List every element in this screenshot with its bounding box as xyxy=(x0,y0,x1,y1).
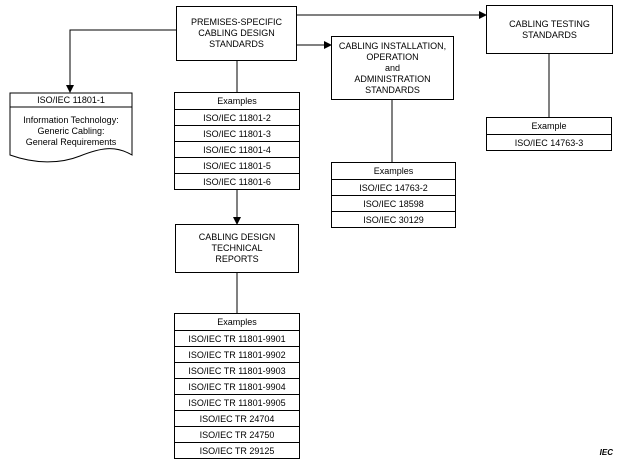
installation-examples-header: Examples xyxy=(373,166,414,176)
reports-line-2: TECHNICAL xyxy=(211,243,263,253)
list-item: ISO/IEC TR 29125 xyxy=(175,442,299,458)
installation-examples-list: Examples ISO/IEC 14763-2 ISO/IEC 18598 I… xyxy=(331,162,456,228)
reports-line-1: CABLING DESIGN xyxy=(198,232,276,242)
list-item: ISO/IEC 11801-4 xyxy=(175,141,299,157)
list-item: ISO/IEC TR 24704 xyxy=(175,410,299,426)
list-item: ISO/IEC TR 24750 xyxy=(175,426,299,442)
generic-cabling-document: ISO/IEC 11801-1 Information Technology: … xyxy=(10,93,132,163)
testing-examples-list: Example ISO/IEC 14763-3 xyxy=(486,117,612,151)
testing-line-2: STANDARDS xyxy=(522,29,577,40)
arrow-to-generic-doc xyxy=(66,29,176,93)
installation-line-3: and xyxy=(384,62,401,73)
list-item: ISO/IEC TR 11801-9903 xyxy=(175,362,299,378)
list-item: ISO/IEC TR 11801-9902 xyxy=(175,346,299,362)
generic-doc-outline xyxy=(9,92,133,163)
premises-specific-standards-box: PREMISES-SPECIFIC CABLING DESIGN STANDAR… xyxy=(176,6,297,61)
testing-line-1: CABLING TESTING xyxy=(509,18,590,29)
footer-label: IEC xyxy=(599,448,613,457)
premises-examples-list: Examples ISO/IEC 11801-2 ISO/IEC 11801-3… xyxy=(174,92,300,190)
premises-examples-header: Examples xyxy=(217,96,257,106)
installation-line-1: CABLING INSTALLATION, xyxy=(338,40,447,51)
list-item: ISO/IEC 11801-3 xyxy=(175,125,299,141)
generic-doc-title: ISO/IEC 11801-1 xyxy=(37,95,105,105)
installation-line-2: OPERATION xyxy=(366,51,419,62)
list-item: ISO/IEC 11801-2 xyxy=(175,109,299,125)
installation-line-5: STANDARDS xyxy=(365,84,420,95)
list-item: ISO/IEC TR 11801-9904 xyxy=(175,378,299,394)
premises-line-3: STANDARDS xyxy=(209,39,264,49)
generic-doc-line-3: General Requirements xyxy=(25,137,117,147)
technical-reports-box: CABLING DESIGN TECHNICAL REPORTS xyxy=(175,224,299,273)
installation-standards-box: CABLING INSTALLATION, OPERATION and ADMI… xyxy=(331,36,454,100)
list-item: ISO/IEC 14763-2 xyxy=(332,179,455,195)
list-item: ISO/IEC 11801-6 xyxy=(175,173,299,189)
list-item: ISO/IEC TR 11801-9905 xyxy=(175,394,299,410)
generic-doc-line-2: Generic Cabling: xyxy=(37,126,105,136)
generic-doc-body: Information Technology: Generic Cabling:… xyxy=(10,115,132,148)
list-item: ISO/IEC TR 11801-9901 xyxy=(175,330,299,346)
list-item: ISO/IEC 11801-5 xyxy=(175,157,299,173)
installation-line-4: ADMINISTRATION xyxy=(354,73,431,84)
testing-examples-header: Example xyxy=(531,121,567,131)
premises-line-1: PREMISES-SPECIFIC xyxy=(190,17,282,27)
reports-line-3: REPORTS xyxy=(215,254,259,264)
list-item: ISO/IEC 18598 xyxy=(332,195,455,211)
list-item: ISO/IEC 30129 xyxy=(332,211,455,227)
testing-standards-box: CABLING TESTING STANDARDS xyxy=(486,5,613,54)
reports-examples-header: Examples xyxy=(217,317,257,327)
reports-examples-list: Examples ISO/IEC TR 11801-9901 ISO/IEC T… xyxy=(174,313,300,459)
list-item: ISO/IEC 14763-3 xyxy=(487,134,611,150)
premises-line-2: CABLING DESIGN xyxy=(198,28,275,38)
generic-doc-line-1: Information Technology: xyxy=(23,115,119,125)
